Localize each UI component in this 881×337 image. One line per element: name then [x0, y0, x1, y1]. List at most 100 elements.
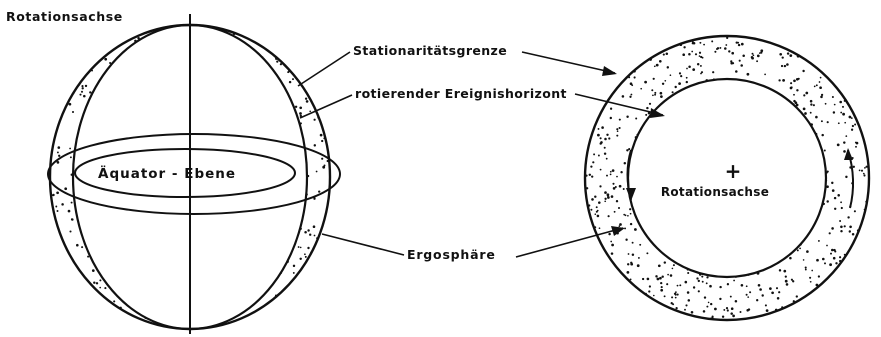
event-horizon-arrowhead	[650, 108, 665, 118]
ergosphere-stipple-dot	[205, 48, 208, 51]
ergosphere-stipple-dot	[638, 36, 640, 38]
ergosphere-stipple-dot	[672, 127, 675, 130]
ergosphere-stipple-dot	[604, 300, 606, 302]
ergosphere-stipple-dot	[618, 53, 620, 55]
ergosphere-stipple-dot	[277, 157, 279, 159]
ergosphere-stipple-dot	[701, 101, 704, 104]
ergosphere-stipple-dot	[253, 221, 255, 223]
ergosphere-stipple-dot	[818, 275, 820, 277]
ergosphere-stipple-dot	[793, 79, 796, 82]
ergosphere-stipple-dot	[246, 240, 248, 242]
ergosphere-stipple-dot	[212, 319, 214, 321]
ergosphere-stipple-dot	[802, 70, 804, 72]
ergosphere-stipple-dot	[242, 297, 244, 299]
ergosphere-stipple-dot	[805, 269, 807, 271]
ergosphere-stipple-dot	[62, 258, 64, 260]
ergosphere-stipple-dot	[847, 267, 849, 269]
ergosphere-stipple-dot	[311, 329, 313, 331]
ergosphere-stipple-dot	[849, 253, 851, 255]
ergosphere-stipple-dot	[217, 244, 220, 247]
ergosphere-stipple-dot	[856, 83, 858, 85]
ergosphere-stipple-dot	[234, 163, 237, 166]
ergosphere-stipple-dot	[119, 211, 121, 213]
ergosphere-stipple-dot	[230, 104, 233, 107]
ergosphere-stipple-dot	[207, 237, 209, 239]
ergosphere-stipple-dot	[630, 223, 632, 225]
ergosphere-stipple-dot	[653, 78, 655, 80]
ergosphere-stipple-dot	[172, 259, 175, 262]
ergosphere-stipple-dot	[275, 175, 278, 178]
ergosphere-stipple-dot	[845, 176, 847, 178]
ergosphere-stipple-dot	[833, 41, 835, 43]
right-rotation-arrowhead	[844, 148, 853, 160]
ergosphere-stipple-dot	[140, 253, 143, 256]
ergosphere-stipple-dot	[123, 145, 126, 148]
ergosphere-stipple-dot	[88, 198, 90, 200]
ergosphere-stipple-dot	[597, 301, 599, 303]
ergosphere-stipple-dot	[133, 119, 136, 122]
ergosphere-stipple-dot	[587, 302, 590, 305]
ergosphere-stipple-dot	[304, 39, 306, 41]
ergosphere-stipple-dot	[236, 216, 238, 218]
ergosphere-stipple-dot	[247, 93, 249, 95]
ergosphere-stipple-dot	[727, 283, 729, 285]
ergosphere-stipple-dot	[50, 99, 52, 101]
ergosphere-stipple-dot	[649, 176, 651, 178]
ergosphere-stipple-dot	[192, 111, 194, 113]
ergosphere-stipple-dot	[843, 150, 846, 153]
ergosphere-stipple-dot	[750, 228, 752, 230]
ergosphere-stipple-dot	[760, 171, 763, 174]
ergosphere-stipple-dot	[660, 92, 663, 95]
ergosphere-stipple-dot	[234, 276, 236, 278]
ergosphere-stipple-dot	[79, 94, 81, 96]
ergosphere-stipple-dot	[747, 100, 750, 103]
ergosphere-stipple-dot	[302, 76, 304, 78]
ergosphere-stipple-dot	[324, 165, 326, 167]
ergosphere-stipple-dot	[110, 87, 112, 89]
ergosphere-stipple-dot	[611, 44, 613, 46]
ergosphere-stipple-dot	[647, 278, 650, 281]
ergosphere-stipple-dot	[314, 41, 316, 43]
ergosphere-stipple-dot	[606, 273, 608, 275]
ergosphere-stipple-dot	[240, 241, 242, 243]
ergosphere-stipple-dot	[630, 213, 632, 215]
ergosphere-stipple-dot	[585, 247, 587, 249]
ergosphere-stipple-dot	[237, 245, 239, 247]
ergosphere-stipple-dot	[80, 153, 82, 155]
ergosphere-stipple-dot	[746, 285, 748, 287]
ergosphere-stipple-dot	[770, 214, 772, 216]
ergosphere-stipple-dot	[314, 235, 316, 237]
left-figure: Rotationsachse Äquator - Ebene	[6, 9, 340, 334]
ergosphere-stipple-dot	[53, 287, 55, 289]
ergosphere-stipple-dot	[613, 68, 616, 71]
ergosphere-stipple-dot	[659, 277, 662, 280]
ergosphere-stipple-dot	[619, 127, 621, 129]
ergosphere-stipple-dot	[625, 239, 627, 241]
ergosphere-stipple-dot	[223, 44, 225, 46]
ergosphere-stipple-dot	[656, 144, 658, 146]
ergosphere-stipple-dot	[726, 307, 728, 309]
ergosphere-stipple-dot	[60, 247, 63, 250]
ergosphere-stipple-dot	[261, 229, 263, 231]
ergosphere-stipple-dot	[719, 263, 721, 265]
ergosphere-stipple-dot	[318, 190, 320, 192]
ergosphere-stipple-dot	[821, 134, 823, 136]
ergosphere-stipple-dot	[304, 231, 307, 234]
ergosphere-stipple-dot	[144, 253, 146, 255]
ergosphere-stipple-dot	[742, 244, 744, 246]
ergosphere-stipple-dot	[70, 263, 72, 265]
ergosphere-stipple-dot	[667, 178, 669, 180]
ergosphere-stipple-dot	[635, 118, 637, 120]
ergosphere-stipple-dot	[737, 42, 739, 44]
ergosphere-stipple-dot	[653, 52, 655, 54]
ergosphere-stipple-dot	[153, 297, 155, 299]
ergosphere-stipple-dot	[761, 167, 764, 170]
ergosphere-stipple-dot	[177, 157, 179, 159]
ergosphere-stipple-dot	[192, 161, 194, 163]
ergosphere-stipple-dot	[741, 284, 744, 287]
ergosphere-stipple-dot	[752, 164, 755, 167]
ergosphere-stipple-dot	[840, 274, 842, 276]
ergosphere-stipple-dot	[156, 189, 159, 192]
ergosphere-stipple-dot	[164, 51, 166, 53]
ergosphere-stipple-dot	[624, 162, 626, 164]
